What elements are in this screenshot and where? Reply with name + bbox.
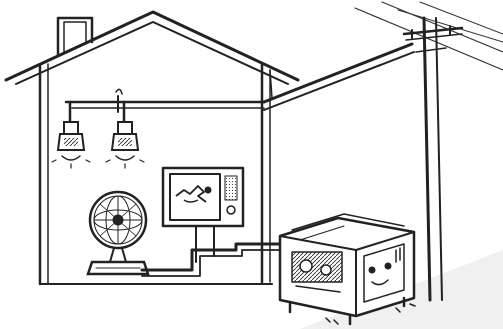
power-lines-icon (355, 2, 503, 70)
ceiling-lamp-icon (106, 102, 144, 168)
tv-icon (163, 168, 243, 244)
chimney-icon (58, 18, 92, 56)
ceiling-lamp-icon (52, 102, 90, 168)
service-lines (264, 44, 414, 110)
desk-fan-icon (88, 192, 148, 274)
ceiling-wiring (66, 89, 264, 112)
